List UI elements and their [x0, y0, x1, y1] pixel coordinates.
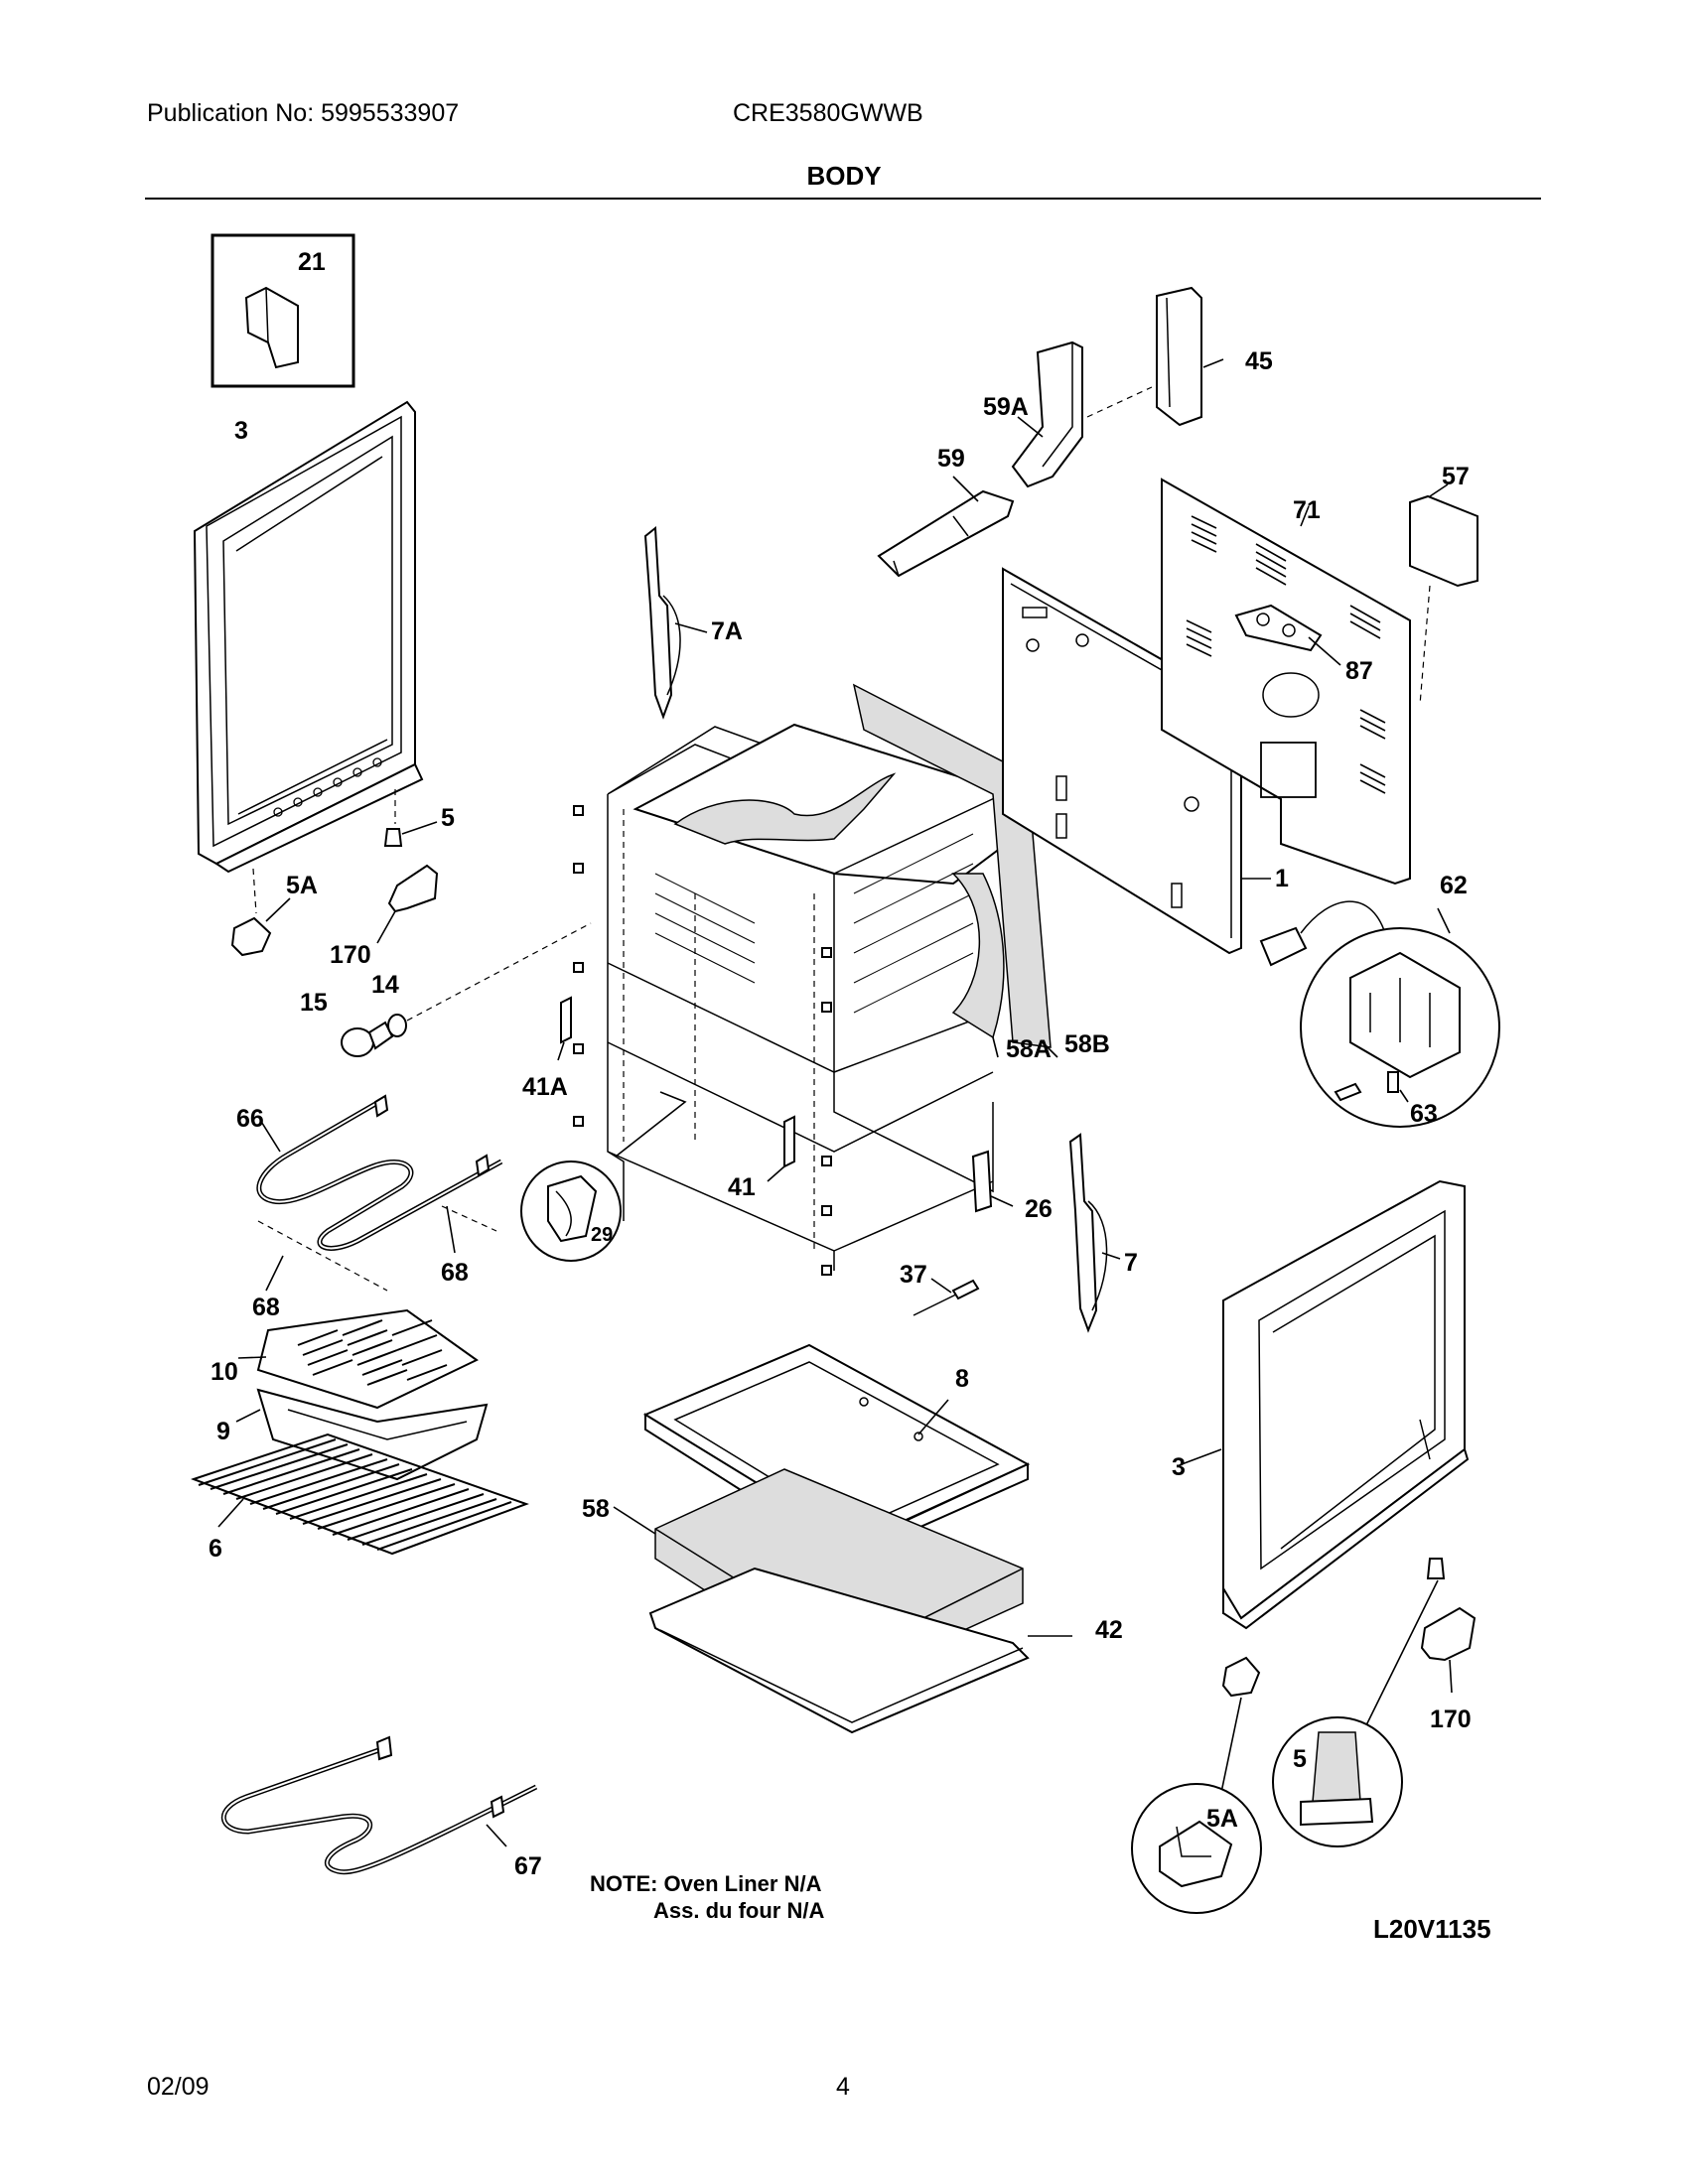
callout-68-right: 68 [441, 1259, 469, 1287]
callout-41a: 41A [522, 1073, 568, 1101]
side-panel-left [193, 400, 424, 874]
callout-3-left: 3 [234, 417, 248, 445]
leveling-leg-5 [383, 828, 403, 847]
publication-number: Publication No: 5995533907 [147, 99, 460, 127]
footer-date: 02/09 [147, 2073, 210, 2101]
footer-page-number: 4 [836, 2073, 850, 2101]
callout-5-left: 5 [441, 804, 455, 832]
callout-58a: 58A [1006, 1035, 1052, 1063]
callout-63: 63 [1410, 1100, 1438, 1128]
broiler-pan-grid-10 [256, 1308, 479, 1410]
diagram-code: L20V1135 [1373, 1914, 1491, 1944]
callout-170-left: 170 [330, 941, 371, 969]
callout-59: 59 [937, 445, 965, 473]
callout-5-right: 5 [1293, 1745, 1307, 1773]
callout-10: 10 [211, 1358, 238, 1386]
callout-5a-right: 5A [1206, 1805, 1238, 1833]
callout-71: 71 [1293, 496, 1321, 524]
leveling-leg-5-right [1426, 1558, 1446, 1579]
hinge-7a [643, 526, 673, 720]
cavity-screws [573, 805, 832, 1276]
callout-57: 57 [1442, 463, 1470, 490]
callout-42: 42 [1095, 1616, 1123, 1644]
wire-68-left [257, 1220, 388, 1292]
rear-cover-71 [1161, 478, 1411, 886]
callout-15: 15 [300, 989, 328, 1017]
leg-bracket-5a-right [1221, 1656, 1261, 1698]
callout-41: 41 [728, 1173, 756, 1201]
label-plate-57 [1409, 494, 1478, 588]
callout-1: 1 [1275, 865, 1289, 892]
bracket-41a [560, 996, 572, 1044]
callout-68-left: 68 [252, 1294, 280, 1321]
broil-element-66 [256, 1097, 503, 1251]
vent-duct-59a [1011, 341, 1083, 488]
part-21-bracket [244, 286, 299, 369]
bracket-26 [971, 1150, 993, 1213]
oven-cavity-frame [607, 723, 1035, 1271]
leg-bracket-5a [230, 916, 272, 957]
side-panel-right [1222, 1179, 1470, 1630]
callout-6: 6 [209, 1535, 222, 1563]
hinge-7 [1068, 1133, 1098, 1333]
callout-9: 9 [216, 1418, 230, 1445]
inset-box-21 [211, 233, 355, 388]
callout-87: 87 [1345, 657, 1373, 685]
callout-14: 14 [371, 971, 399, 999]
callout-170-right: 170 [1430, 1706, 1472, 1733]
bracket-170-right [1420, 1606, 1477, 1662]
callout-58b: 58B [1064, 1030, 1110, 1058]
callout-29: 29 [591, 1224, 613, 1246]
callout-37: 37 [900, 1261, 927, 1289]
callout-21: 21 [298, 248, 326, 276]
lamp-socket-14 [387, 1014, 407, 1037]
terminal-block-62 [1259, 926, 1308, 967]
callout-8: 8 [955, 1365, 969, 1393]
bracket-170-left [387, 864, 439, 913]
callout-59a: 59A [983, 393, 1029, 421]
bracket-41 [783, 1115, 795, 1168]
vent-trim-59 [877, 489, 1015, 578]
note-line-2: Ass. du four N/A [653, 1898, 824, 1923]
screw-63 [1334, 1082, 1362, 1102]
callout-67: 67 [514, 1852, 542, 1880]
callout-45: 45 [1245, 347, 1273, 375]
note-line-1: NOTE: Oven Liner N/A [590, 1871, 822, 1896]
callout-3-right: 3 [1172, 1453, 1186, 1481]
header-divider [145, 198, 1541, 200]
junction-box-45 [1156, 286, 1202, 427]
callout-66: 66 [236, 1105, 264, 1133]
model-number: CRE3580GWWB [733, 99, 923, 127]
page-title: BODY [806, 161, 882, 191]
callout-7: 7 [1124, 1249, 1138, 1277]
callout-labels: 21 3 5 5A 170 14 15 41A 66 68 68 29 41 1… [209, 248, 1472, 1880]
callout-7a: 7A [711, 617, 743, 645]
callout-26: 26 [1025, 1195, 1053, 1223]
oven-rack-6 [191, 1433, 529, 1556]
callout-62: 62 [1440, 872, 1468, 899]
callout-58: 58 [582, 1495, 610, 1523]
bottom-pan-42 [648, 1567, 1030, 1734]
callout-5a-left: 5A [286, 872, 318, 899]
